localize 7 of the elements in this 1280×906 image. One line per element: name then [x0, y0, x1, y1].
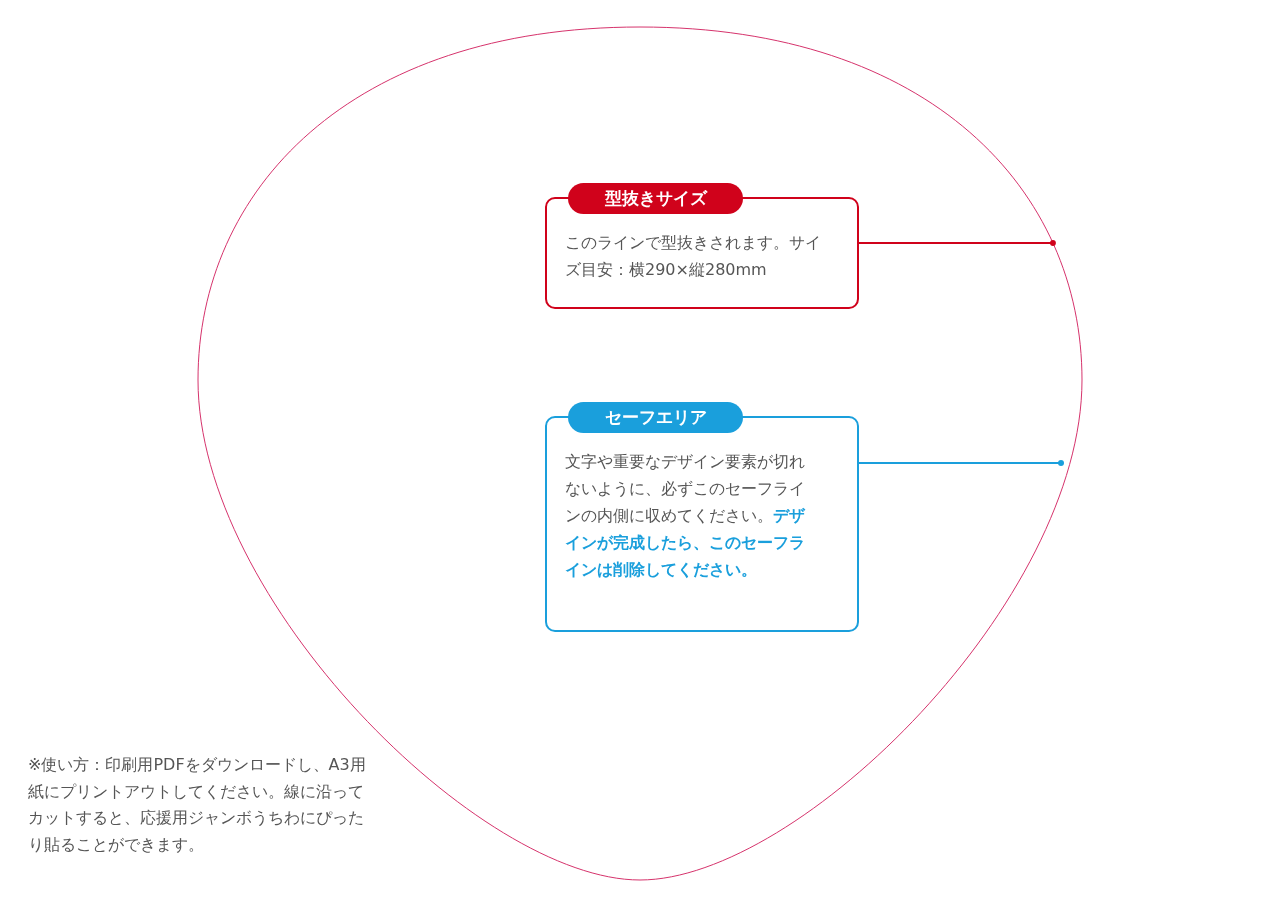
leader-line: [857, 460, 1064, 466]
heading-tab: セーフエリア: [568, 402, 743, 433]
heading-tab: 型抜きサイズ: [568, 183, 743, 214]
leader-line: [857, 240, 1056, 246]
note-text: このラインで型抜きされます。サイズ目安：横290×縦280mm: [565, 232, 822, 281]
note-text: 文字や重要なデザイン要素が切れないように、必ずこのセーフラインの内側に収めてください。デザインが完成したら、このセーフラインは削除してください。: [565, 451, 806, 581]
usage-note: ※使い方：印刷用PDFをダウンロードし、A3用紙にプリントアウトしてください。線に沿ってカットすると、応援用ジャンボうちわにぴったり貼ることができます。: [28, 754, 367, 856]
